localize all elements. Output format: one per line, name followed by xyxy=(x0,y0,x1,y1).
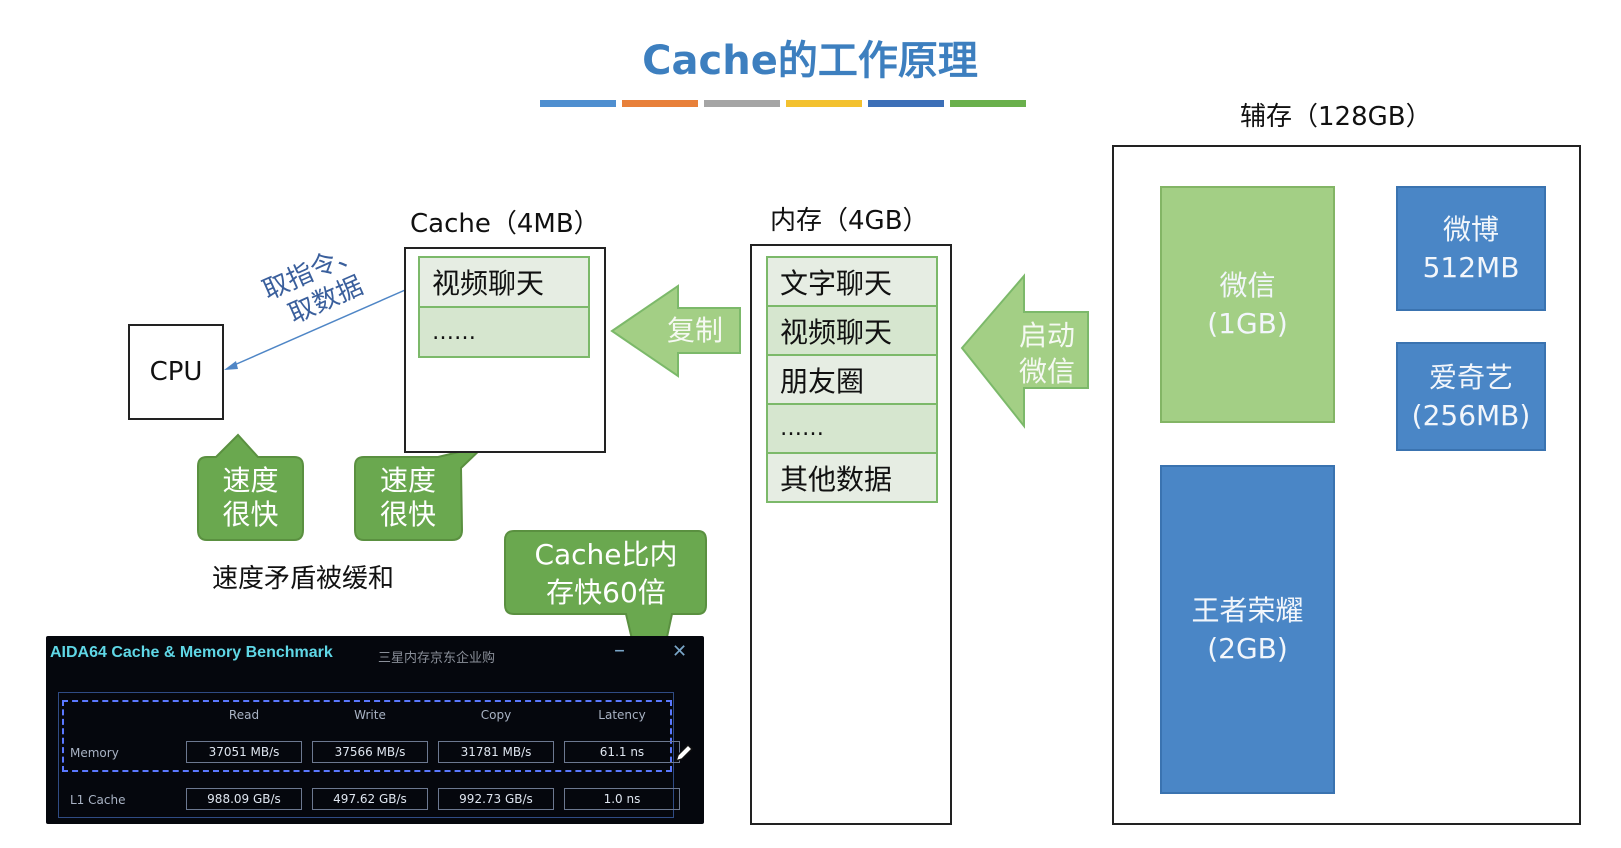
benchmark-value: 37051 MB/s xyxy=(186,741,302,763)
underline-segment xyxy=(786,100,862,107)
cpu-speed-bubble-text: 速度 很快 xyxy=(222,464,279,531)
memory-item: 其他数据 xyxy=(766,452,938,503)
minimize-icon[interactable]: – xyxy=(614,638,625,663)
benchmark-value: 37566 MB/s xyxy=(312,741,428,763)
column-header: Latency xyxy=(598,708,646,722)
aida64-window: AIDA64 Cache & Memory Benchmark 三星内存京东企业… xyxy=(46,636,704,824)
storage-block-weibo: 微博 512MB xyxy=(1396,186,1546,311)
cache-speed-bubble-text: 速度 很快 xyxy=(379,464,436,531)
page-title: Cache的工作原理 xyxy=(642,38,978,84)
speed-conflict-text: 速度矛盾被缓和 xyxy=(212,564,395,594)
storage-block-honor-of-kings: 王者荣耀 (2GB) xyxy=(1160,465,1335,794)
row-header: L1 Cache xyxy=(70,793,126,807)
storage-block-iqiyi: 爱奇艺 (256MB) xyxy=(1396,342,1546,451)
benchmark-value: 61.1 ns xyxy=(564,741,680,763)
cache-vs-memory-bubble-text: Cache比内 存快60倍 xyxy=(534,538,678,609)
memory-label: 内存（4GB） xyxy=(770,206,929,236)
underline-segment xyxy=(950,100,1026,107)
column-header: Copy xyxy=(480,708,512,722)
cpu-box: CPU xyxy=(128,324,224,420)
benchmark-value: 992.73 GB/s xyxy=(438,788,554,810)
cpu-speed-bubble xyxy=(197,433,304,541)
aida64-results-panel xyxy=(58,692,674,818)
storage-block-wechat: 微信 (1GB) xyxy=(1160,186,1335,423)
benchmark-value: 1.0 ns xyxy=(564,788,680,810)
benchmark-value: 497.62 GB/s xyxy=(312,788,428,810)
benchmark-value: 31781 MB/s xyxy=(438,741,554,763)
aida64-title: AIDA64 Cache & Memory Benchmark xyxy=(50,644,333,661)
underline-segment xyxy=(868,100,944,107)
aida64-selection-frame xyxy=(62,700,672,772)
copy-arrow-label: 复制 xyxy=(666,314,723,347)
cache-label: Cache（4MB） xyxy=(410,209,600,239)
launch-arrow xyxy=(960,273,1089,429)
storage-label: 辅存（128GB） xyxy=(1240,102,1432,132)
column-header: Write xyxy=(354,708,386,722)
aida64-subtitle: 三星内存京东企业购 xyxy=(378,651,496,666)
close-icon[interactable]: ✕ xyxy=(672,641,688,662)
memory-item: 朋友圈 xyxy=(766,354,938,405)
cpu-label: CPU xyxy=(149,357,203,387)
underline-segment xyxy=(540,100,616,107)
memory-item: 文字聊天 xyxy=(766,256,938,307)
underline-segment xyxy=(622,100,698,107)
benchmark-value: 988.09 GB/s xyxy=(186,788,302,810)
cache-speed-bubble xyxy=(354,444,488,541)
row-header: Memory xyxy=(70,746,119,760)
memory-item: …… xyxy=(766,403,938,454)
underline-segment xyxy=(704,100,780,107)
memory-item: 视频聊天 xyxy=(766,305,938,356)
cache-item: 视频聊天 xyxy=(418,256,590,308)
cache-item: …… xyxy=(418,306,590,358)
launch-arrow-label: 启动 微信 xyxy=(1018,319,1075,388)
pencil-icon xyxy=(674,743,694,763)
column-header: Read xyxy=(228,708,260,722)
copy-arrow xyxy=(610,284,741,378)
